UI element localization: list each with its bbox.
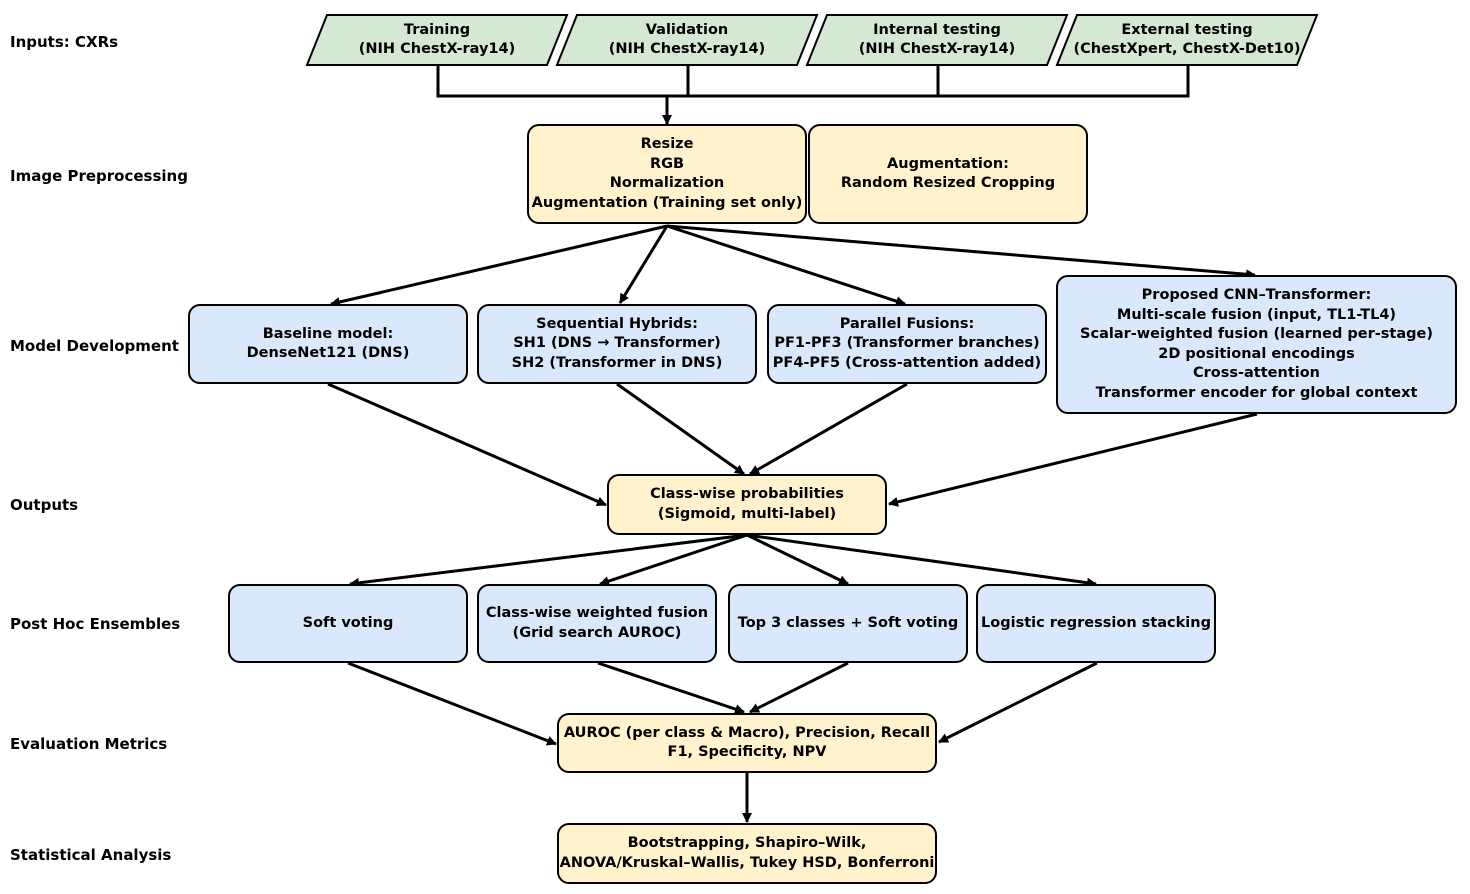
- row-label-ensembles: Post Hoc Ensembles: [10, 615, 181, 633]
- proposed-model-line: Proposed CNN–Transformer:: [1141, 287, 1372, 303]
- stacking-label: Logistic regression stacking: [981, 614, 1211, 631]
- arrow-preprocessing-to-proposed: [666, 224, 1256, 280]
- input-source: (NIH ChestX-ray14): [858, 41, 1016, 57]
- statistics-line: Bootstrapping, Shapiro–Wilk,: [627, 835, 867, 851]
- outputs-line: Class-wise probabilities: [650, 486, 844, 502]
- proposed-model-line: 2D positional encodings: [1158, 345, 1355, 362]
- proposed-model-line: Multi-scale fusion (input, TL1-TL4): [1116, 306, 1397, 323]
- input-internal-testing: Internal testing (NIH ChestX-ray14): [817, 15, 1057, 65]
- input-training: Training (NIH ChestX-ray14): [317, 15, 557, 65]
- preprocessing-step: Resize: [640, 136, 694, 152]
- sequential-hybrids-box: Sequential Hybrids: SH1 (DNS → Transform…: [477, 304, 757, 384]
- baseline-model-line: DenseNet121 (DNS): [246, 345, 410, 361]
- input-source: (NIH ChestX-ray14): [608, 41, 766, 57]
- arrow-soft-voting-to-evaluation: [347, 661, 557, 746]
- evaluation-metrics-box: AUROC (per class & Macro), Precision, Re…: [557, 713, 937, 773]
- soft-voting-label: Soft voting: [302, 614, 394, 631]
- arrow-proposed-to-outputs: [888, 412, 1258, 507]
- statistics-line: ANOVA/Kruskal–Wallis, Tukey HSD, Bonferr…: [559, 854, 935, 871]
- arrow-sequential-to-outputs: [616, 382, 745, 476]
- augmentation-line: Random Resized Cropping: [840, 175, 1056, 191]
- row-label-inputs: Inputs: CXRs: [10, 33, 119, 51]
- outputs-line: (Sigmoid, multi-label): [657, 505, 837, 522]
- proposed-model-line: Scalar-weighted fusion (learned per-stag…: [1080, 326, 1433, 342]
- soft-voting-box: Soft voting: [228, 584, 468, 663]
- input-source: (ChestXpert, ChestX-Det10): [1073, 41, 1301, 57]
- weighted-fusion-line: Class-wise weighted fusion: [485, 605, 709, 621]
- evaluation-line: F1, Specificity, NPV: [667, 744, 827, 760]
- input-training-shape: [305, 14, 569, 66]
- row-label-statistics: Statistical Analysis: [10, 846, 172, 864]
- arrow-parallel-to-outputs: [749, 382, 908, 476]
- augmentation-line: Augmentation:: [887, 155, 1009, 172]
- top3-soft-voting-box: Top 3 classes + Soft voting: [728, 584, 968, 663]
- proposed-model-box: Proposed CNN–Transformer: Multi-scale fu…: [1056, 275, 1457, 414]
- sequential-hybrids-line: SH2 (Transformer in DNS): [511, 354, 723, 371]
- input-title: Validation: [645, 21, 729, 38]
- input-source: (NIH ChestX-ray14): [358, 41, 516, 57]
- sequential-hybrids-line: Sequential Hybrids:: [536, 315, 698, 332]
- arrow-preprocessing-to-parallel: [666, 224, 906, 306]
- parallel-fusions-line: PF4-PF5 (Cross-attention added): [772, 354, 1042, 371]
- input-validation-shape: [555, 14, 819, 66]
- baseline-model-line: Baseline model:: [262, 325, 394, 342]
- row-label-preprocessing: Image Preprocessing: [10, 167, 188, 185]
- parallel-fusions-box: Parallel Fusions: PF1-PF3 (Transformer b…: [767, 304, 1047, 384]
- sequential-hybrids-line: SH1 (DNS → Transformer): [513, 335, 721, 352]
- inputs-merge-connector: [436, 65, 1190, 98]
- arrow-preprocessing-to-baseline: [330, 224, 668, 307]
- weighted-fusion-line: (Grid search AUROC): [512, 624, 682, 641]
- evaluation-line: AUROC (per class & Macro), Precision, Re…: [563, 724, 931, 741]
- row-label-evaluation: Evaluation Metrics: [10, 735, 168, 753]
- preprocessing-step: Normalization: [609, 175, 725, 191]
- arrow-outputs-to-stacking: [746, 533, 1097, 588]
- input-title: External testing: [1121, 21, 1253, 38]
- arrow-outputs-to-weighted-fusion: [599, 533, 748, 586]
- top3-soft-voting-label: Top 3 classes + Soft voting: [737, 614, 959, 631]
- outputs-box: Class-wise probabilities (Sigmoid, multi…: [607, 474, 887, 535]
- arrow-outputs-to-soft-voting: [349, 533, 748, 588]
- stacking-box: Logistic regression stacking: [976, 584, 1216, 663]
- arrow-top3-to-evaluation: [749, 661, 849, 714]
- input-external-testing: External testing (ChestXpert, ChestX-Det…: [1067, 15, 1307, 65]
- input-validation: Validation (NIH ChestX-ray14): [567, 15, 807, 65]
- preprocessing-steps-box: Resize RGB Normalization Augmentation (T…: [527, 124, 807, 224]
- input-title: Internal testing: [873, 21, 1001, 38]
- input-external-testing-shape: [1055, 14, 1319, 66]
- parallel-fusions-line: PF1-PF3 (Transformer branches): [774, 335, 1040, 352]
- input-internal-testing-shape: [805, 14, 1069, 66]
- input-title: Training: [403, 21, 471, 38]
- statistical-analysis-box: Bootstrapping, Shapiro–Wilk, ANOVA/Krusk…: [557, 823, 937, 884]
- preprocessing-step: RGB: [649, 155, 685, 172]
- proposed-model-line: Transformer encoder for global context: [1095, 384, 1418, 401]
- baseline-model-box: Baseline model: DenseNet121 (DNS): [188, 304, 468, 384]
- proposed-model-line: Cross-attention: [1192, 365, 1321, 381]
- arrow-preprocessing-to-sequential: [618, 225, 669, 304]
- preprocessing-step: Augmentation (Training set only): [531, 194, 803, 211]
- weighted-fusion-box: Class-wise weighted fusion (Grid search …: [477, 584, 717, 663]
- arrow-outputs-to-top3: [746, 533, 849, 586]
- row-label-outputs: Outputs: [10, 496, 79, 514]
- parallel-fusions-line: Parallel Fusions:: [839, 315, 975, 332]
- row-label-model-development: Model Development: [10, 337, 179, 355]
- augmentation-box: Augmentation: Random Resized Cropping: [808, 124, 1088, 224]
- arrow-stacking-to-evaluation: [938, 661, 1098, 744]
- arrow-baseline-to-outputs: [327, 382, 607, 507]
- arrow-weighted-fusion-to-evaluation: [597, 661, 745, 714]
